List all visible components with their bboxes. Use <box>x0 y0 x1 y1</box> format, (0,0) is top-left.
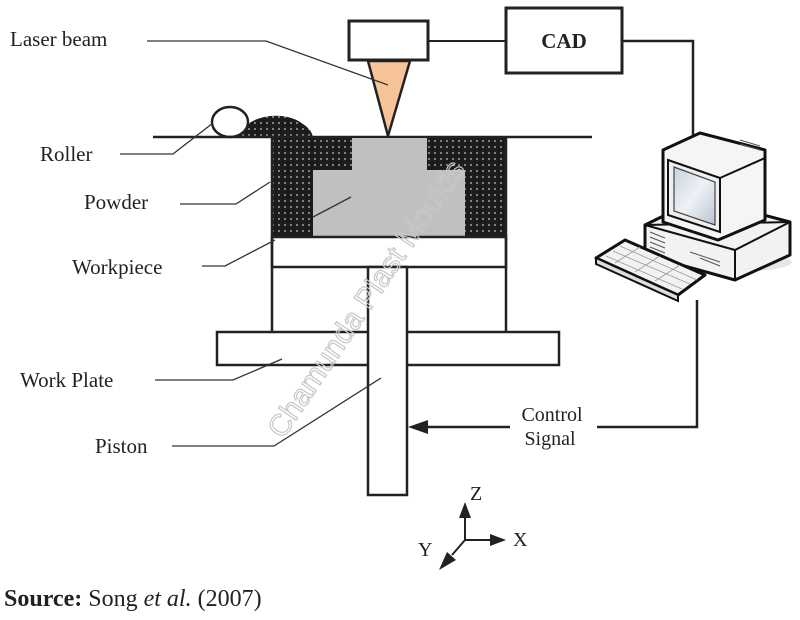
axis-x-label: X <box>513 529 528 551</box>
source-label: Source: <box>4 586 83 612</box>
cad-label: CAD <box>541 29 587 53</box>
cad-computer-connector <box>622 39 695 140</box>
leader-work-plate <box>155 358 283 381</box>
label-workpiece: Workpiece <box>72 255 162 279</box>
laser-head <box>347 19 430 62</box>
piston <box>366 265 409 497</box>
leader-laser-beam <box>147 40 389 86</box>
axis-y-label: Y <box>418 539 432 561</box>
leader-piston <box>172 377 382 447</box>
control-signal-line <box>597 300 699 429</box>
label-powder: Powder <box>84 190 148 214</box>
axis-z-label: Z <box>470 483 482 505</box>
axis-indicator <box>439 502 506 570</box>
label-roller: Roller <box>40 142 93 166</box>
leader-workpiece <box>202 239 276 267</box>
laser-beam-cone <box>366 59 412 141</box>
control-signal-arrowhead <box>408 420 428 434</box>
source-caption: Source: Song et al. (2007) <box>4 586 262 613</box>
source-year: (2007) <box>197 586 262 612</box>
leader-powder <box>180 181 271 205</box>
roller <box>210 105 250 139</box>
label-piston: Piston <box>95 434 148 458</box>
label-work-plate: Work Plate <box>20 368 113 392</box>
label-control: Control <box>521 404 583 426</box>
powder-heap <box>236 115 313 137</box>
label-signal: Signal <box>524 428 576 450</box>
label-laser-beam: Laser beam <box>10 27 107 51</box>
leader-roller <box>120 122 214 155</box>
source-author: Song <box>88 586 138 612</box>
computer-icon <box>594 131 792 303</box>
source-etal: et al. <box>143 586 192 612</box>
leader-workpiece-fill <box>312 196 352 218</box>
workpiece <box>313 138 465 237</box>
